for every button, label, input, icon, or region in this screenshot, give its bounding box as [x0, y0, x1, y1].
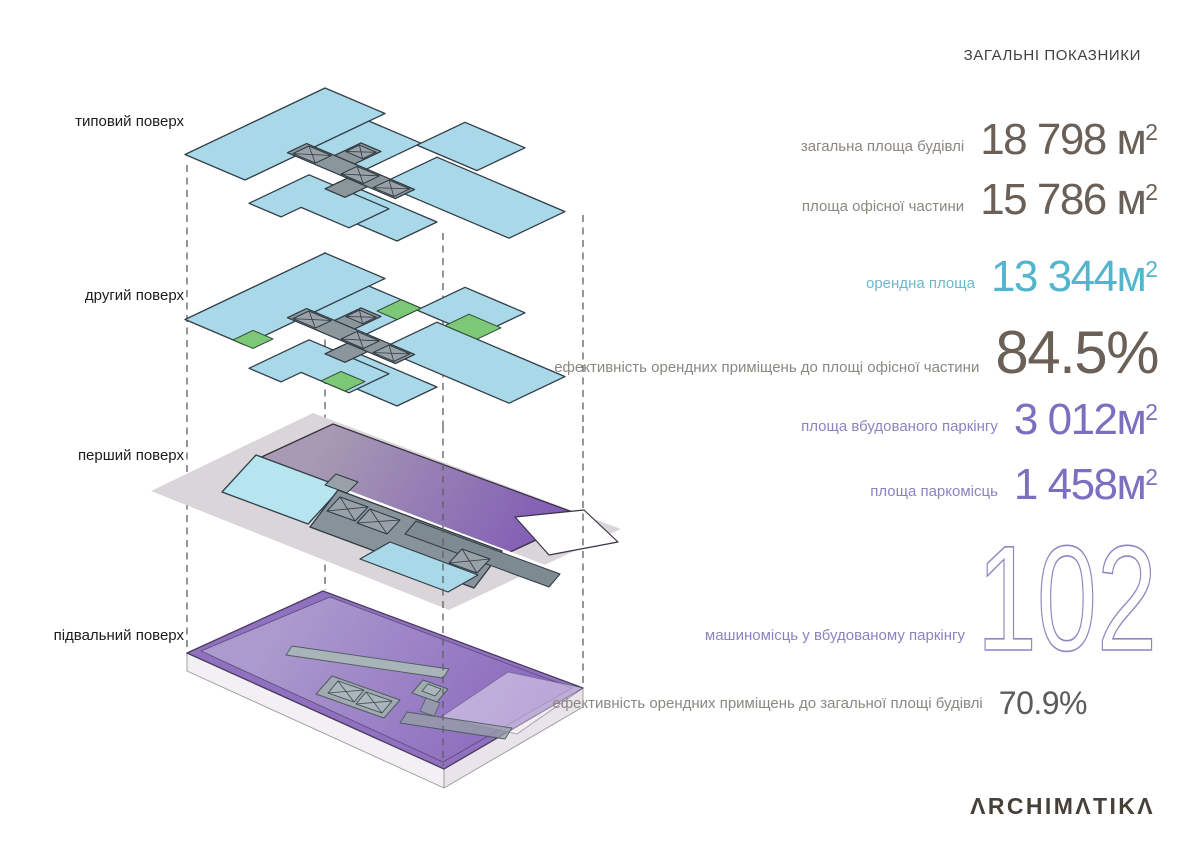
stat-label: площа офісної частини: [801, 198, 965, 215]
terrace-green: [232, 329, 274, 349]
stat-row-rentable-area: орендна площа 13 344м2: [866, 255, 1158, 299]
terrace-green: [376, 299, 422, 321]
floor-plate: [184, 87, 386, 181]
stat-label: ефективність орендних приміщень до загал…: [552, 695, 983, 712]
basement-floor: [200, 596, 573, 763]
walkway: [404, 520, 561, 588]
projection-lines-front: [442, 426, 584, 766]
core-box-hatch: [356, 519, 401, 524]
floor-plate: [380, 156, 566, 239]
basement-ramp: [399, 711, 513, 740]
core-box-hatch: [340, 173, 380, 177]
typical-floor-plan: [184, 87, 566, 242]
stat-value: 13 344м2: [990, 252, 1158, 301]
stat-row-building-efficiency: ефективність орендних приміщень до загал…: [552, 687, 1087, 719]
core-box-hatch: [326, 506, 369, 512]
stat-label: ефективність орендних приміщень до площі…: [554, 359, 980, 376]
core-box-hatch: [372, 187, 410, 190]
basement-floor-plan: [186, 590, 584, 789]
core-box-hatch: [372, 352, 410, 355]
stat-row-office-efficiency: ефективність орендних приміщень до площі…: [554, 319, 1159, 386]
core-box-hatch: [327, 689, 365, 694]
stat-row-parking-spots-area: площа паркомісць 1 458м2: [870, 463, 1158, 507]
ramp-plate: [514, 509, 619, 556]
ramp-zone: [440, 671, 584, 735]
floor-label-basement: підвальний поверх: [53, 627, 184, 644]
core-box-inner: [421, 683, 442, 697]
stat-value: 3 012м2: [1013, 395, 1158, 444]
stat-label: площа паркомісць: [870, 483, 998, 500]
core-box-hatch: [292, 153, 332, 156]
core-box-hatch: [448, 558, 491, 564]
stat-value: 84.5%: [995, 319, 1159, 386]
lobby-plate: [359, 541, 479, 593]
core-box-hatch: [345, 316, 377, 318]
terrace-green: [444, 313, 502, 340]
parking-count-value: 102: [977, 515, 1157, 683]
lobby-plate: [221, 454, 343, 525]
core-stub: [324, 342, 368, 363]
core-box-hatch: [345, 151, 377, 153]
core-stub: [324, 177, 368, 198]
terrace-green: [320, 370, 366, 392]
core-box-hatch: [340, 338, 380, 342]
floor-plate: [416, 121, 526, 172]
core-box: [324, 473, 359, 494]
floor-plate: [380, 321, 566, 404]
core-box-hatch: [292, 318, 332, 321]
first-floor-plan: [151, 413, 621, 610]
stat-label: загальна площа будівлі: [800, 138, 965, 155]
archimatika-logo: ΛRCHIMΛTIKΛ: [970, 793, 1155, 819]
stat-row-total-area: загальна площа будівлі 18 798 м2: [801, 118, 1158, 162]
stat-value: 70.9%: [998, 685, 1088, 721]
floor-label-first: перший поверх: [77, 447, 184, 464]
floor-label-second: другий поверх: [84, 287, 184, 304]
stat-label: орендна площа: [866, 275, 975, 292]
stat-row-parking-area: площа вбудованого паркінгу 3 012м2: [801, 398, 1158, 442]
second-floor-plan: [184, 252, 566, 407]
stat-row-office-area: площа офісної частини 15 786 м2: [802, 178, 1158, 222]
panel-title: ЗАГАЛЬНІ ПОКАЗНИКИ: [963, 47, 1141, 64]
stat-label: машиномісць у вбудованому паркінгу: [704, 627, 965, 644]
stat-value: 1 458м2: [1013, 460, 1158, 509]
floor-label-typical: типовий поверх: [75, 113, 184, 130]
floor-plate: [248, 174, 390, 229]
stat-value: 15 786 м2: [980, 175, 1158, 224]
core-box-hatch: [355, 700, 393, 705]
stat-value: 18 798 м2: [980, 115, 1158, 164]
stat-row-parking-count: машиномісць у вбудованому паркінгу: [705, 627, 965, 644]
stat-label: площа вбудованого паркінгу: [801, 418, 998, 435]
